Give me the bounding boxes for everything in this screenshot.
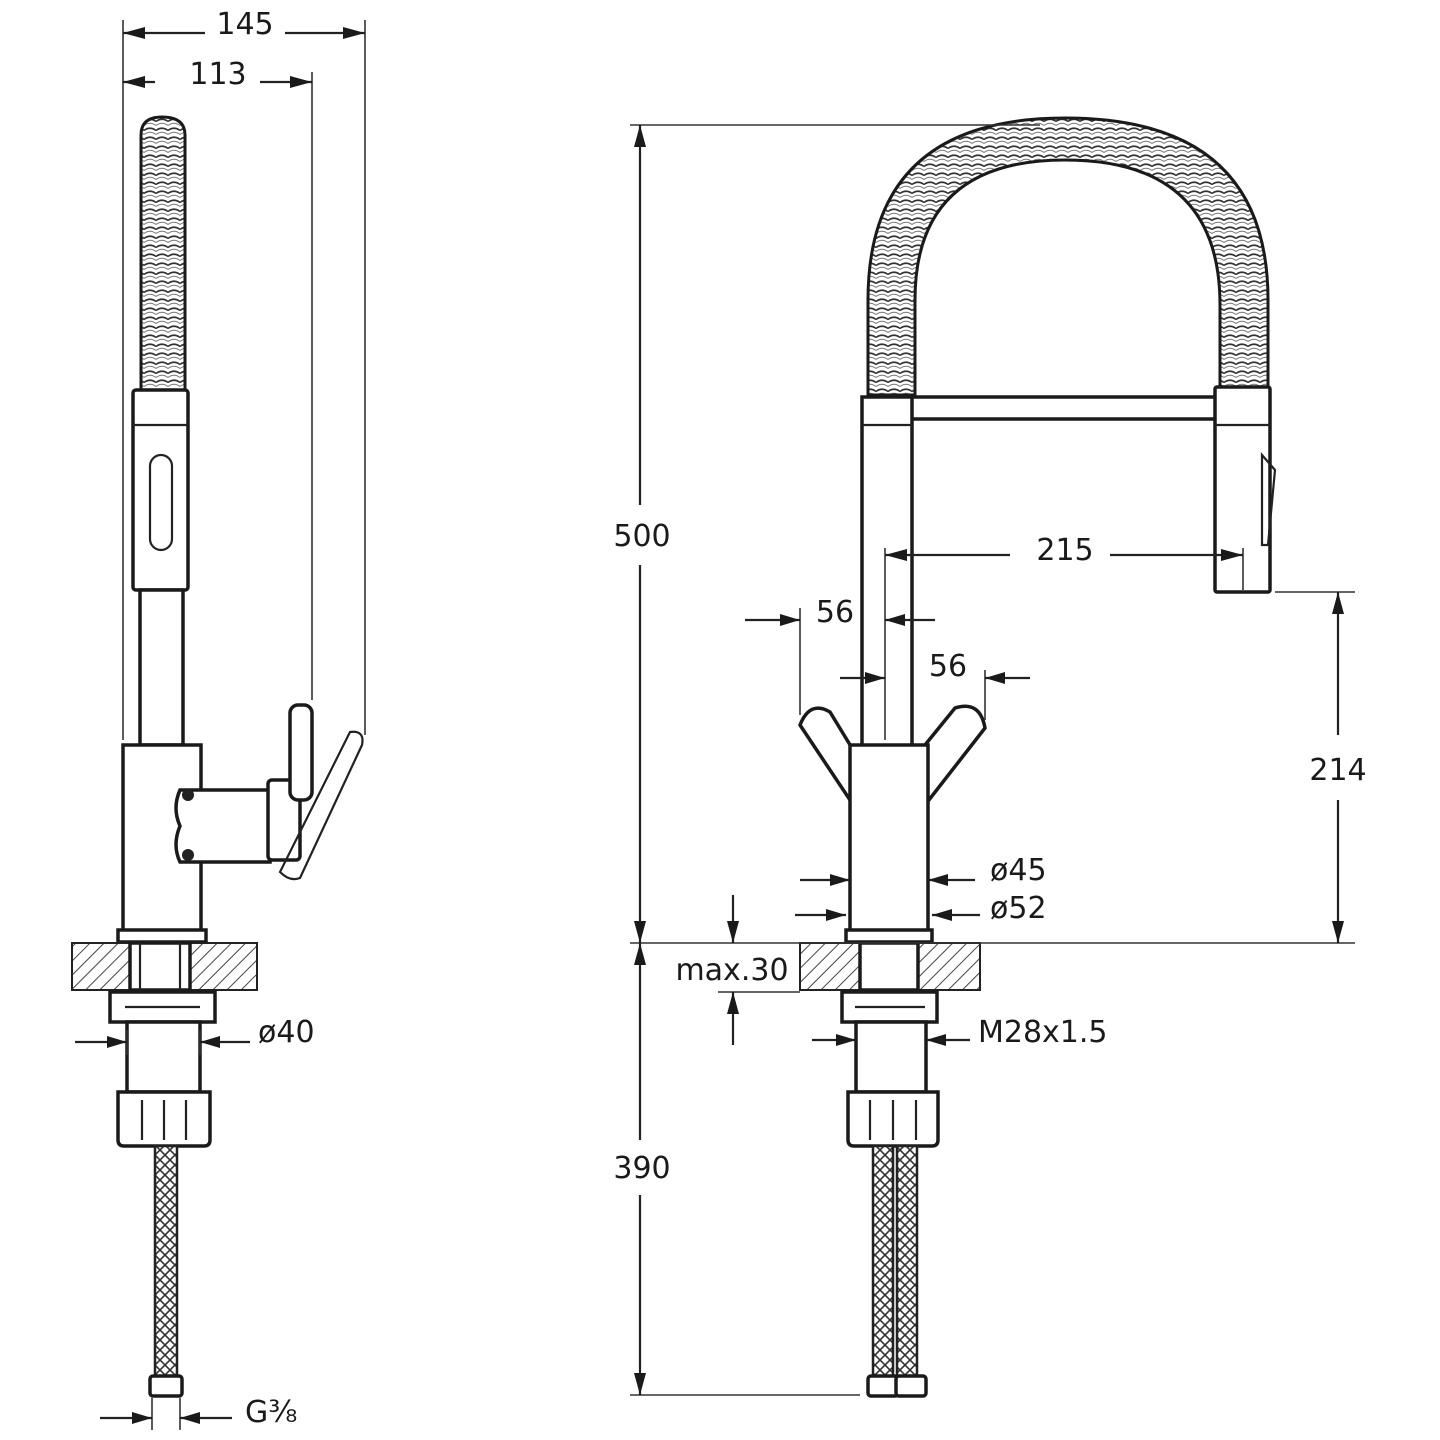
front-handle-right	[923, 704, 987, 811]
side-spray-button	[148, 453, 174, 552]
dim-mounting-thread: M28x1.5	[978, 1015, 1108, 1050]
side-coiled-hose	[139, 115, 187, 392]
dim-total-height: 500	[613, 519, 670, 554]
side-riser-tube	[138, 588, 185, 747]
dim-spout-reach: 215	[1036, 533, 1093, 568]
side-handle-lever	[266, 778, 302, 862]
dim-handle-width: 113	[189, 57, 246, 92]
front-coiled-hose	[866, 116, 1270, 397]
front-riser-tube	[860, 395, 914, 749]
dim-body-diameter-inner: ø45	[990, 853, 1047, 888]
side-spray-head	[131, 388, 190, 592]
dim-max-deck-thickness: max.30	[675, 953, 788, 988]
front-support-bar	[903, 395, 1227, 421]
front-view: 500 390 215 56 56 214	[613, 116, 1367, 1398]
side-lever-upright	[288, 703, 314, 802]
front-body	[848, 743, 930, 935]
dim-handle-offset-left: 56	[816, 595, 854, 630]
side-handle	[174, 788, 272, 864]
front-supply-hose-left	[871, 1144, 895, 1378]
dim-shank-diameter: ø40	[258, 1015, 315, 1050]
front-supply-hose-right	[895, 1144, 919, 1378]
dim-overall-width: 145	[216, 7, 273, 42]
dim-spout-height: 214	[1309, 753, 1366, 788]
side-supply-hose	[153, 1144, 179, 1378]
side-view: 145 113 ø40 G⅜	[71, 7, 366, 1430]
dim-below-deck: 390	[613, 1151, 670, 1186]
dim-body-diameter-outer: ø52	[990, 891, 1047, 926]
dim-handle-offset-right: 56	[929, 649, 967, 684]
front-spray-head	[1213, 385, 1272, 594]
dim-connection-thread: G⅜	[245, 1395, 297, 1430]
